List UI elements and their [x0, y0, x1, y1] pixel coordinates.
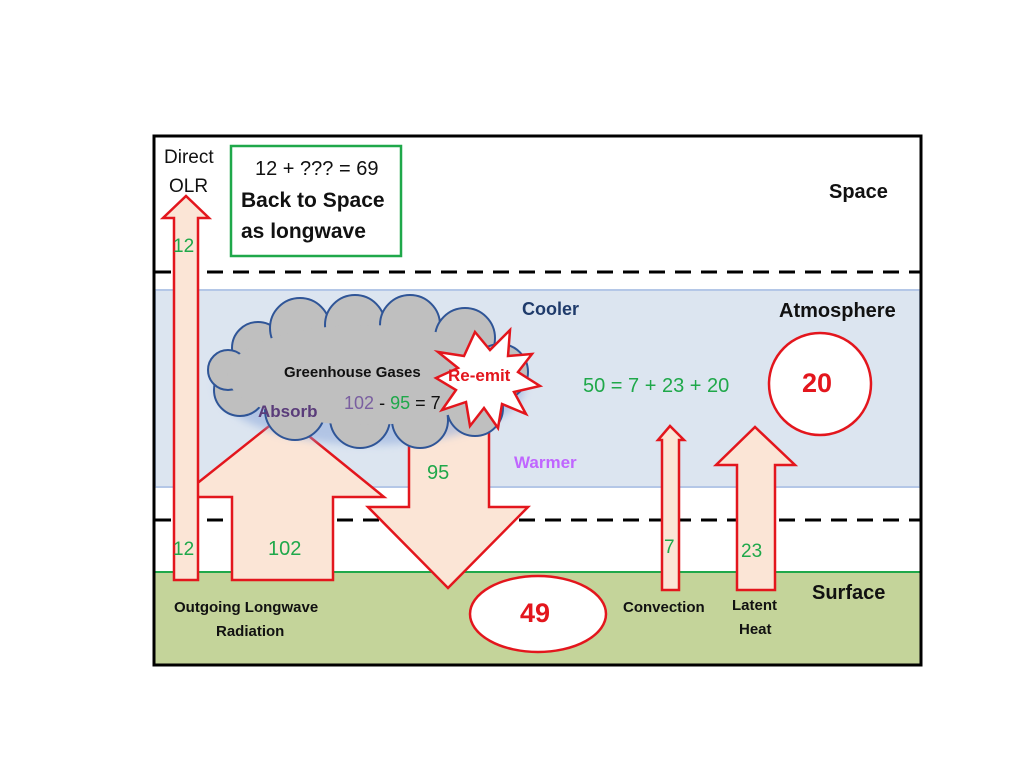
surface-circle-value: 49 [520, 598, 551, 628]
cloud-equation-result: = 7 [415, 393, 441, 413]
olr-equation: 12 + ??? = 69 [255, 158, 379, 180]
latent-heat-label-line1: Latent [732, 597, 777, 614]
atmosphere-circle-value: 20 [802, 368, 833, 398]
olr-box-line2: as longwave [241, 220, 366, 243]
convection-value: 7 [664, 537, 675, 558]
convection-arrow [655, 424, 688, 592]
diagram-frame [152, 134, 923, 667]
back-radiation-arrow [365, 418, 531, 590]
atmosphere-value-circle [767, 331, 873, 437]
cloud-equation-emitted: 95 [390, 393, 411, 413]
cooler-label: Cooler [522, 299, 580, 319]
convection-label: Convection [623, 599, 705, 616]
direct-olr-label-line1: Direct [164, 147, 214, 168]
atmosphere-equation: 50 = 7 + 23 + 20 [583, 375, 730, 397]
re-emit-label: Re-emit [448, 366, 511, 385]
outgoing-longwave-label-line2: Radiation [216, 623, 285, 640]
olr-box-line1: Back to Space [241, 189, 385, 212]
absorb-label: Absorb [258, 402, 318, 421]
greenhouse-gases-label: Greenhouse Gases [284, 364, 421, 381]
re-emit-burst [433, 326, 544, 432]
outgoing-longwave-label-line1: Outgoing Longwave [174, 599, 319, 616]
outgoing-value: 102 [268, 538, 302, 560]
direct-olr-arrow [159, 194, 213, 582]
olr-equation-box [229, 144, 403, 258]
warmer-label: Warmer [514, 453, 577, 472]
surface-label: Surface [812, 582, 886, 604]
space-label: Space [829, 181, 888, 203]
surface-value-circle [468, 574, 608, 654]
latent-heat-arrow [712, 425, 799, 592]
back-radiation-value: 95 [427, 462, 450, 484]
outgoing-longwave-arrow [176, 413, 388, 582]
direct-olr-value-top: 12 [173, 236, 195, 257]
atmosphere-label: Atmosphere [779, 300, 896, 322]
cloud-equation: 102 - 95 = 7 [344, 393, 441, 414]
cloud-equation-absorbed: 102 [344, 393, 375, 413]
latent-heat-label-line2: Heat [739, 621, 772, 638]
latent-heat-value: 23 [741, 541, 763, 562]
direct-olr-value-bottom: 12 [173, 539, 195, 560]
direct-olr-label-line2: OLR [169, 176, 209, 197]
cloud-equation-minus: - [379, 393, 386, 413]
